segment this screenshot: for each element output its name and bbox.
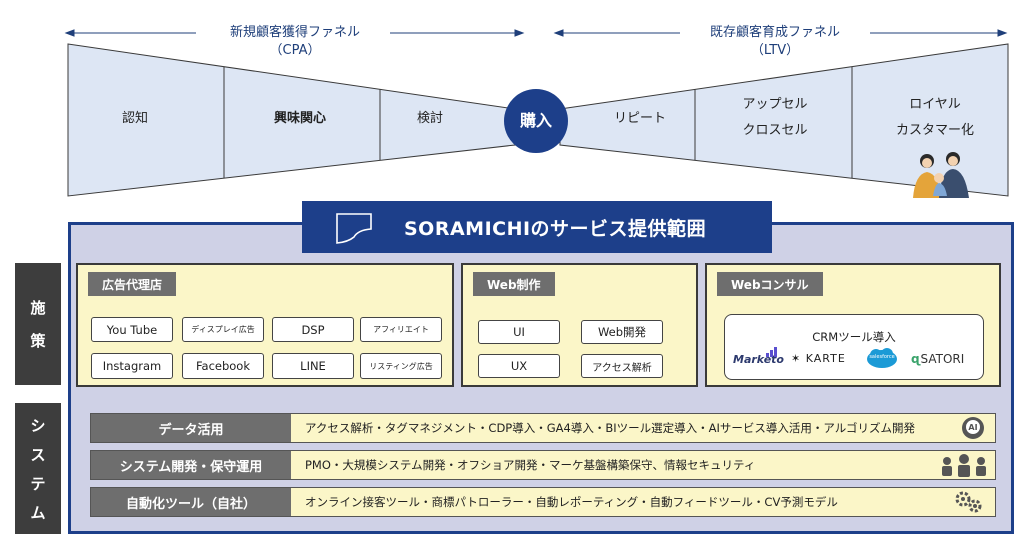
system-side-label: シ ス テ ム: [15, 403, 61, 534]
salesforce-cloud-icon: [867, 348, 897, 368]
family-illustration: [913, 152, 969, 198]
chip-web-dev: Web開発: [581, 320, 663, 344]
soramichi-logo-icon: [336, 213, 372, 244]
acquisition-funnel-title: 新規顧客獲得ファネル（CPA）: [229, 25, 360, 58]
category-ad-agency: 広告代理店 You Tube ディスプレイ広告 DSP アフィリエイト Inst…: [76, 263, 454, 387]
gears-icon: [955, 491, 982, 513]
logo-satori: ɋSATORI: [911, 352, 965, 366]
stage-consideration: 検討: [416, 111, 443, 126]
scope-title: SORAMICHIのサービス提供範囲: [404, 217, 707, 240]
ad-agency-label: 広告代理店: [88, 272, 177, 296]
svg-text:AI: AI: [968, 423, 977, 432]
crm-title: CRMツール導入: [812, 330, 896, 344]
funnel-diagram: [64, 29, 1009, 197]
system-label-data: データ活用: [91, 414, 291, 442]
ai-head-icon: AI: [962, 417, 984, 439]
retention-funnel-title: 既存顧客育成ファネル（LTV）: [709, 25, 840, 58]
system-desc-automation: オンライン接客ツール・商標パトローラー・自動レポーティング・自動フィードツール・…: [305, 495, 838, 509]
system-label-development: システム開発・保守運用: [91, 451, 291, 479]
chip-instagram: Instagram: [91, 353, 173, 379]
chip-ux: UX: [478, 354, 560, 378]
system-row-data: データ活用 アクセス解析・タグマネジメント・CDP導入・GA4導入・BIツール選…: [90, 413, 996, 443]
chip-ui: UI: [478, 320, 560, 344]
team-icon: [942, 454, 986, 477]
stage-upsell: アップセル: [742, 97, 808, 112]
chip-youtube: You Tube: [91, 317, 173, 342]
logo-salesforce: salesforce: [869, 354, 895, 360]
stage-interest: 興味関心: [273, 111, 326, 126]
system-row-development: システム開発・保守運用 PMO・大規模システム開発・オフショア開発・マーケ基盤構…: [90, 450, 996, 480]
stage-awareness: 認知: [121, 111, 148, 126]
policy-side-label: 施策: [15, 263, 61, 385]
chip-dsp: DSP: [272, 317, 354, 342]
web-production-label: Web制作: [473, 272, 555, 296]
stage-loyal: ロイヤル: [909, 97, 961, 112]
stage-repeat: リピート: [613, 111, 666, 126]
logo-karte: ✶ KARTE: [791, 352, 846, 365]
purchase-circle: [504, 89, 568, 153]
system-row-automation: 自動化ツール（自社） オンライン接客ツール・商標パトローラー・自動レポーティング…: [90, 487, 996, 517]
web-consulting-label: Webコンサル: [717, 272, 823, 296]
crm-tools-box: CRMツール導入 Marketo ✶ KARTE salesforce ɋSAT…: [724, 314, 984, 380]
chip-access-analysis: アクセス解析: [581, 354, 663, 378]
chip-line: LINE: [272, 353, 354, 379]
category-web-consulting: Webコンサル CRMツール導入 Marketo ✶ KARTE salesfo…: [705, 263, 1001, 387]
chip-affiliate: アフィリエイト: [360, 317, 442, 342]
marketo-bars-icon: [766, 347, 777, 357]
chip-facebook: Facebook: [182, 353, 264, 379]
chip-listing-ads: リスティング広告: [360, 353, 442, 379]
stage-purchase: 購入: [519, 111, 552, 130]
stage-loyal-customer: カスタマー化: [895, 123, 974, 138]
chip-display-ads: ディスプレイ広告: [182, 317, 264, 342]
system-desc-data: アクセス解析・タグマネジメント・CDP導入・GA4導入・BIツール選定導入・AI…: [305, 421, 916, 435]
service-scope-header: SORAMICHIのサービス提供範囲: [302, 201, 772, 253]
stage-crosssell: クロスセル: [742, 123, 808, 138]
category-web-production: Web制作 UI Web開発 UX アクセス解析: [461, 263, 698, 387]
system-desc-development: PMO・大規模システム開発・オフショア開発・マーケ基盤構築保守、情報セキュリティ: [305, 458, 756, 472]
system-label-automation: 自動化ツール（自社）: [91, 488, 291, 516]
